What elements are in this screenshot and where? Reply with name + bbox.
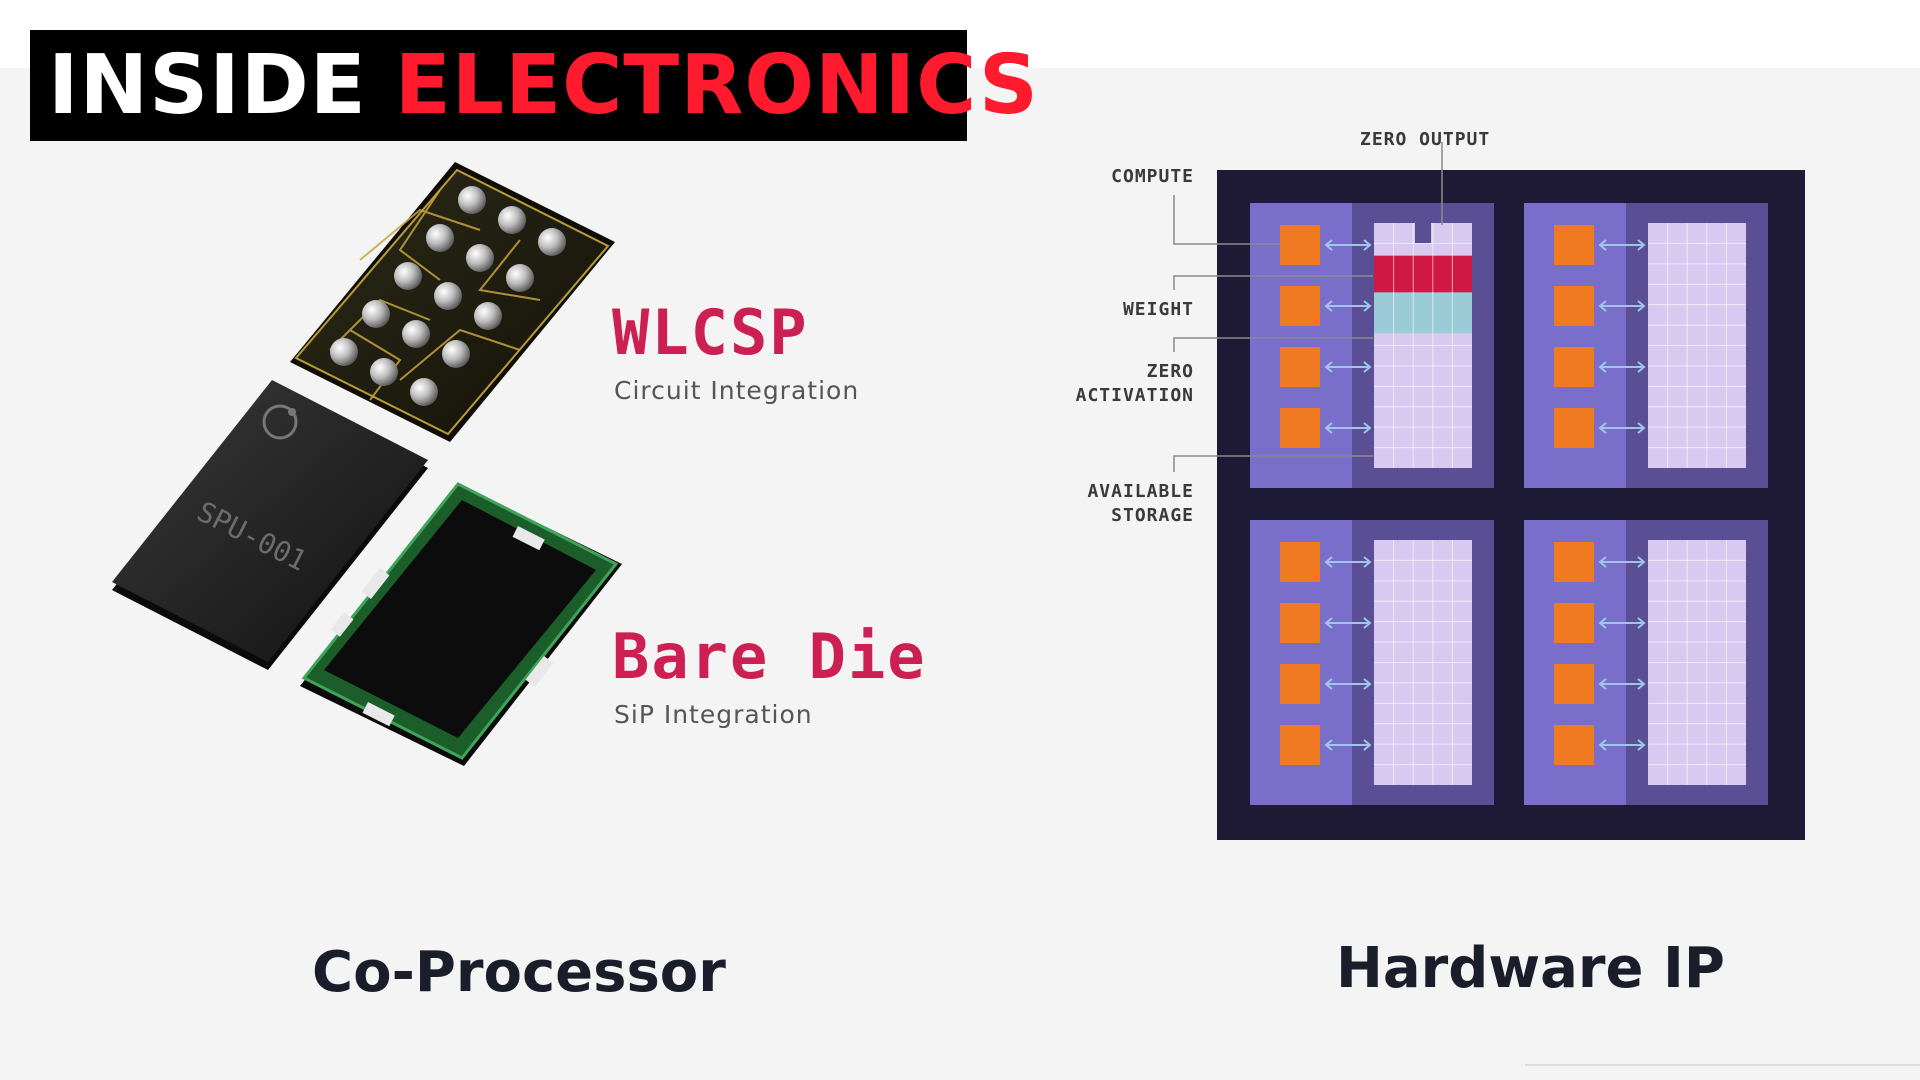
arrow-head: [1324, 300, 1333, 312]
arrow-head: [1324, 422, 1333, 434]
arrow-head: [1324, 361, 1333, 373]
compute-unit: [1554, 542, 1594, 582]
arrow-head: [1598, 422, 1607, 434]
arrow-head: [1637, 678, 1646, 690]
compute-unit: [1554, 603, 1594, 643]
arrow-head: [1363, 300, 1372, 312]
bare-die-subtitle: SiP Integration: [614, 700, 813, 729]
arrow-head: [1637, 739, 1646, 751]
arrow-head: [1324, 556, 1333, 568]
compute-unit: [1280, 603, 1320, 643]
arrow-head: [1363, 556, 1372, 568]
chip-illustration: SPU-001: [112, 162, 622, 766]
wlcsp-subtitle: Circuit Integration: [614, 376, 860, 405]
section-title-co-processor: Co-Processor: [312, 940, 726, 1005]
arrow-head: [1637, 300, 1646, 312]
zero-output-cell: [1415, 223, 1431, 243]
leader-compute: [1173, 195, 1280, 245]
label-available-storage: AVAILABLE STORAGE: [1087, 481, 1194, 526]
compute-unit: [1554, 286, 1594, 326]
arrow-head: [1363, 361, 1372, 373]
compute-unit: [1554, 347, 1594, 387]
compute-unit: [1280, 542, 1320, 582]
weight-rows: [1374, 255, 1472, 293]
arrow-head: [1363, 617, 1372, 629]
brand-banner: INSIDE ELECTRONICS: [30, 30, 1038, 141]
compute-unit: [1554, 664, 1594, 704]
bare-die-title: Bare Die: [612, 620, 927, 693]
arrow-head: [1324, 239, 1333, 251]
arrow-head: [1324, 678, 1333, 690]
compute-unit: [1554, 225, 1594, 265]
hardware-ip-diagram: [1173, 142, 1805, 840]
bottom-divider: [1525, 1064, 1920, 1066]
arrow-head: [1598, 556, 1607, 568]
label-zero-activation: ZERO ACTIVATION: [1075, 361, 1194, 406]
bare-die-chip: [300, 482, 622, 766]
brand-word-electronics: ELECTRONICS: [394, 38, 1039, 133]
arrow-head: [1324, 617, 1333, 629]
brand-word-inside: INSIDE: [48, 38, 367, 133]
arrow-head: [1363, 739, 1372, 751]
arrow-head: [1598, 300, 1607, 312]
arrow-head: [1363, 239, 1372, 251]
compute-unit: [1280, 664, 1320, 704]
arrow-head: [1637, 617, 1646, 629]
arrow-head: [1324, 739, 1333, 751]
arrow-head: [1363, 422, 1372, 434]
section-title-hardware-ip: Hardware IP: [1336, 936, 1725, 1001]
arrow-head: [1637, 361, 1646, 373]
arrow-head: [1637, 239, 1646, 251]
wlcsp-chip: [290, 162, 615, 442]
leader-zero-activation: [1173, 337, 1373, 352]
arrow-head: [1363, 678, 1372, 690]
compute-unit: [1280, 286, 1320, 326]
arrow-head: [1637, 556, 1646, 568]
compute-unit: [1554, 408, 1594, 448]
arrow-head: [1598, 739, 1607, 751]
zero-activation-rows: [1374, 292, 1472, 334]
compute-unit: [1280, 225, 1320, 265]
compute-unit: [1280, 725, 1320, 765]
label-zero-output: ZERO OUTPUT: [1360, 129, 1491, 150]
wlcsp-title: WLCSP: [612, 296, 809, 369]
label-compute: COMPUTE: [1111, 166, 1194, 187]
compute-unit: [1554, 725, 1594, 765]
compute-unit: [1280, 408, 1320, 448]
leader-available-storage: [1173, 455, 1373, 472]
arrow-head: [1598, 678, 1607, 690]
leader-weight: [1173, 275, 1373, 290]
arrow-head: [1598, 239, 1607, 251]
label-weight: WEIGHT: [1122, 299, 1194, 320]
arrow-head: [1637, 422, 1646, 434]
spu-chip: SPU-001: [112, 380, 428, 670]
arrow-head: [1598, 361, 1607, 373]
arrow-head: [1598, 617, 1607, 629]
compute-unit: [1280, 347, 1320, 387]
